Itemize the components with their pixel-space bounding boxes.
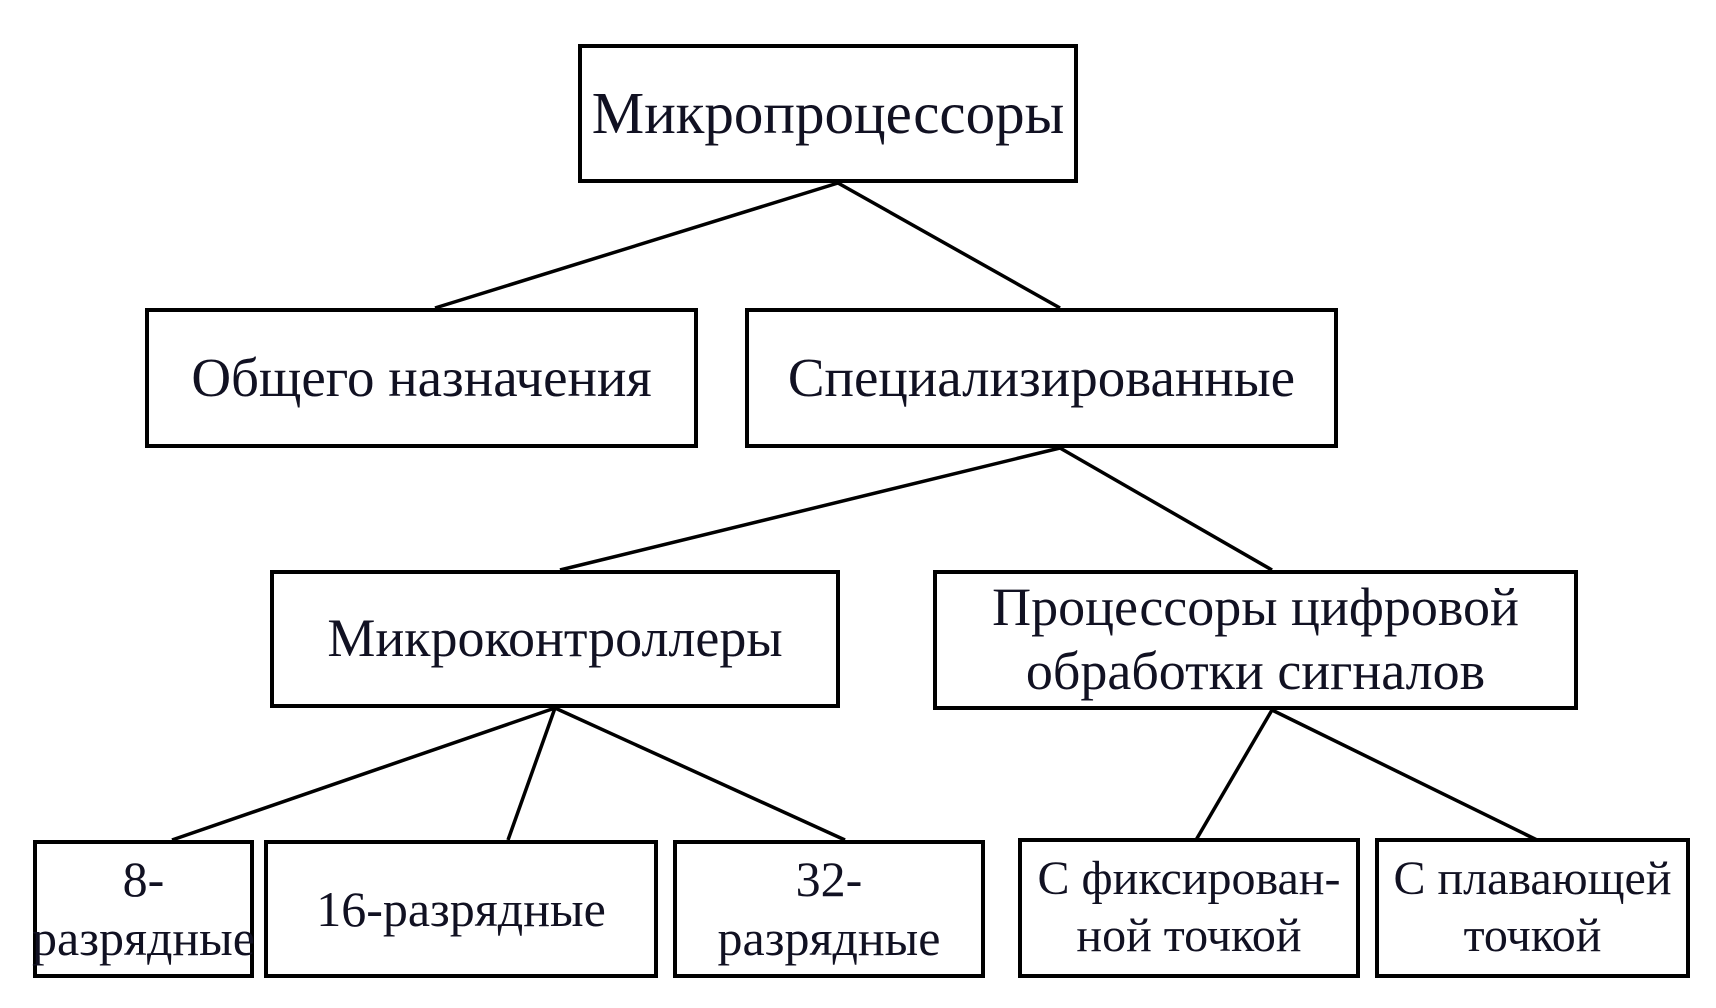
connector-specialized-to-dsp: [1059, 446, 1273, 572]
connector-microprocessors-to-general-purpose: [434, 181, 839, 310]
node-bit8[interactable]: 8-разрядные: [32, 840, 255, 978]
node-label-dsp: Процессоры цифровой обработки сигналов: [992, 577, 1519, 701]
node-label-bit16: 16-разрядные: [316, 880, 606, 937]
node-label-microprocessors: Микропроцессоры: [591, 79, 1065, 146]
node-label-fixed-point: С фиксирован- ной точкой: [1037, 852, 1341, 962]
node-microprocessors[interactable]: Микропроцессоры: [578, 44, 1078, 183]
node-fixed-point[interactable]: С фиксирован- ной точкой: [1018, 838, 1360, 978]
node-dsp[interactable]: Процессоры цифровой обработки сигналов: [933, 570, 1578, 710]
connector-dsp-to-floating-point: [1271, 708, 1538, 842]
node-specialized[interactable]: Специализированные: [745, 308, 1338, 448]
node-label-specialized: Специализированные: [787, 346, 1296, 408]
node-floating-point[interactable]: С плавающей точкой: [1375, 838, 1690, 978]
connector-microcontrollers-to-bit8: [171, 706, 556, 842]
connector-dsp-to-fixed-point: [1194, 709, 1274, 841]
node-bit16[interactable]: 16-разрядные: [264, 840, 658, 978]
node-microcontrollers[interactable]: Микроконтроллеры: [270, 570, 840, 708]
node-bit32[interactable]: 32-разрядные: [673, 840, 985, 978]
connector-microcontrollers-to-bit16: [506, 707, 557, 841]
node-label-floating-point: С плавающей точкой: [1393, 852, 1672, 962]
node-label-microcontrollers: Микроконтроллеры: [327, 608, 783, 669]
connector-specialized-to-microcontrollers: [559, 446, 1061, 572]
connector-microprocessors-to-specialized: [837, 181, 1061, 310]
node-label-bit8: 8-разрядные: [32, 851, 255, 966]
node-general-purpose[interactable]: Общего назначения: [145, 308, 698, 448]
node-label-bit32: 32-разрядные: [717, 851, 941, 966]
node-label-general-purpose: Общего назначения: [191, 346, 652, 408]
connector-microcontrollers-to-bit32: [554, 706, 846, 842]
